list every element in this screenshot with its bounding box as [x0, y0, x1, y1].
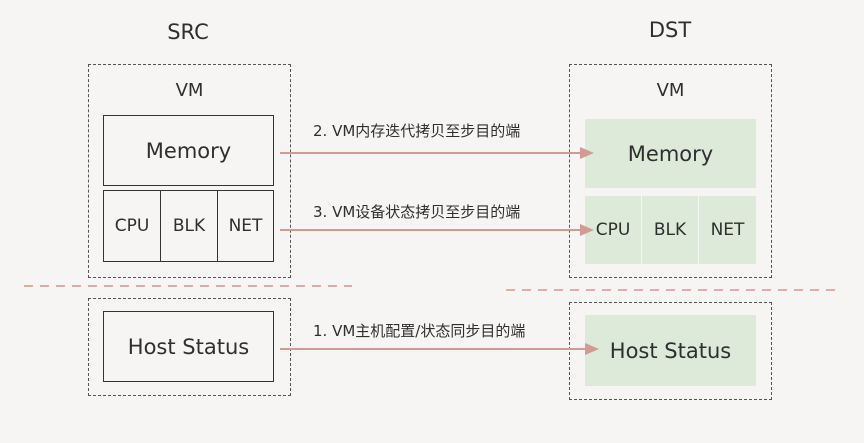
dst-blk-box: BLK [642, 196, 698, 264]
memory-copy-arrow [280, 147, 594, 159]
host-sync-arrow [280, 343, 599, 355]
src-memory-box: Memory [103, 115, 274, 186]
dst-heading: DST [648, 18, 692, 42]
src-vm-container [88, 64, 291, 278]
src-host-status-box: Host Status [103, 311, 274, 382]
dst-vm-container [569, 64, 772, 278]
src-net-box: NET [217, 190, 274, 262]
dst-net-box: NET [699, 196, 756, 264]
src-cpu-label: CPU [114, 216, 150, 236]
src-memory-label: Memory [145, 138, 232, 163]
src-host-container [88, 298, 291, 396]
dst-memory-box: Memory [585, 119, 756, 188]
dst-net-label: NET [710, 220, 745, 240]
dst-vm-label: VM [656, 80, 685, 101]
memory-copy-label: 2. VM内存迭代拷贝至步目的端 [313, 122, 521, 140]
dst-cpu-label: CPU [595, 220, 631, 240]
src-heading: SRC [167, 20, 209, 44]
dst-blk-label: BLK [653, 220, 687, 240]
dst-host-status-label: Host Status [609, 338, 732, 363]
src-host-status-label: Host Status [127, 334, 250, 359]
device-copy-arrow [280, 224, 594, 236]
dst-host-container [569, 302, 772, 400]
src-blk-label: BLK [172, 216, 206, 236]
dst-memory-label: Memory [627, 141, 714, 166]
dst-host-status-box: Host Status [585, 315, 756, 386]
device-copy-label: 3. VM设备状态拷贝至步目的端 [313, 203, 521, 221]
dst-cpu-box: CPU [585, 196, 641, 264]
src-vm-label: VM [175, 80, 204, 101]
host-sync-label: 1. VM主机配置/状态同步目的端 [313, 322, 526, 340]
src-net-label: NET [228, 216, 263, 236]
